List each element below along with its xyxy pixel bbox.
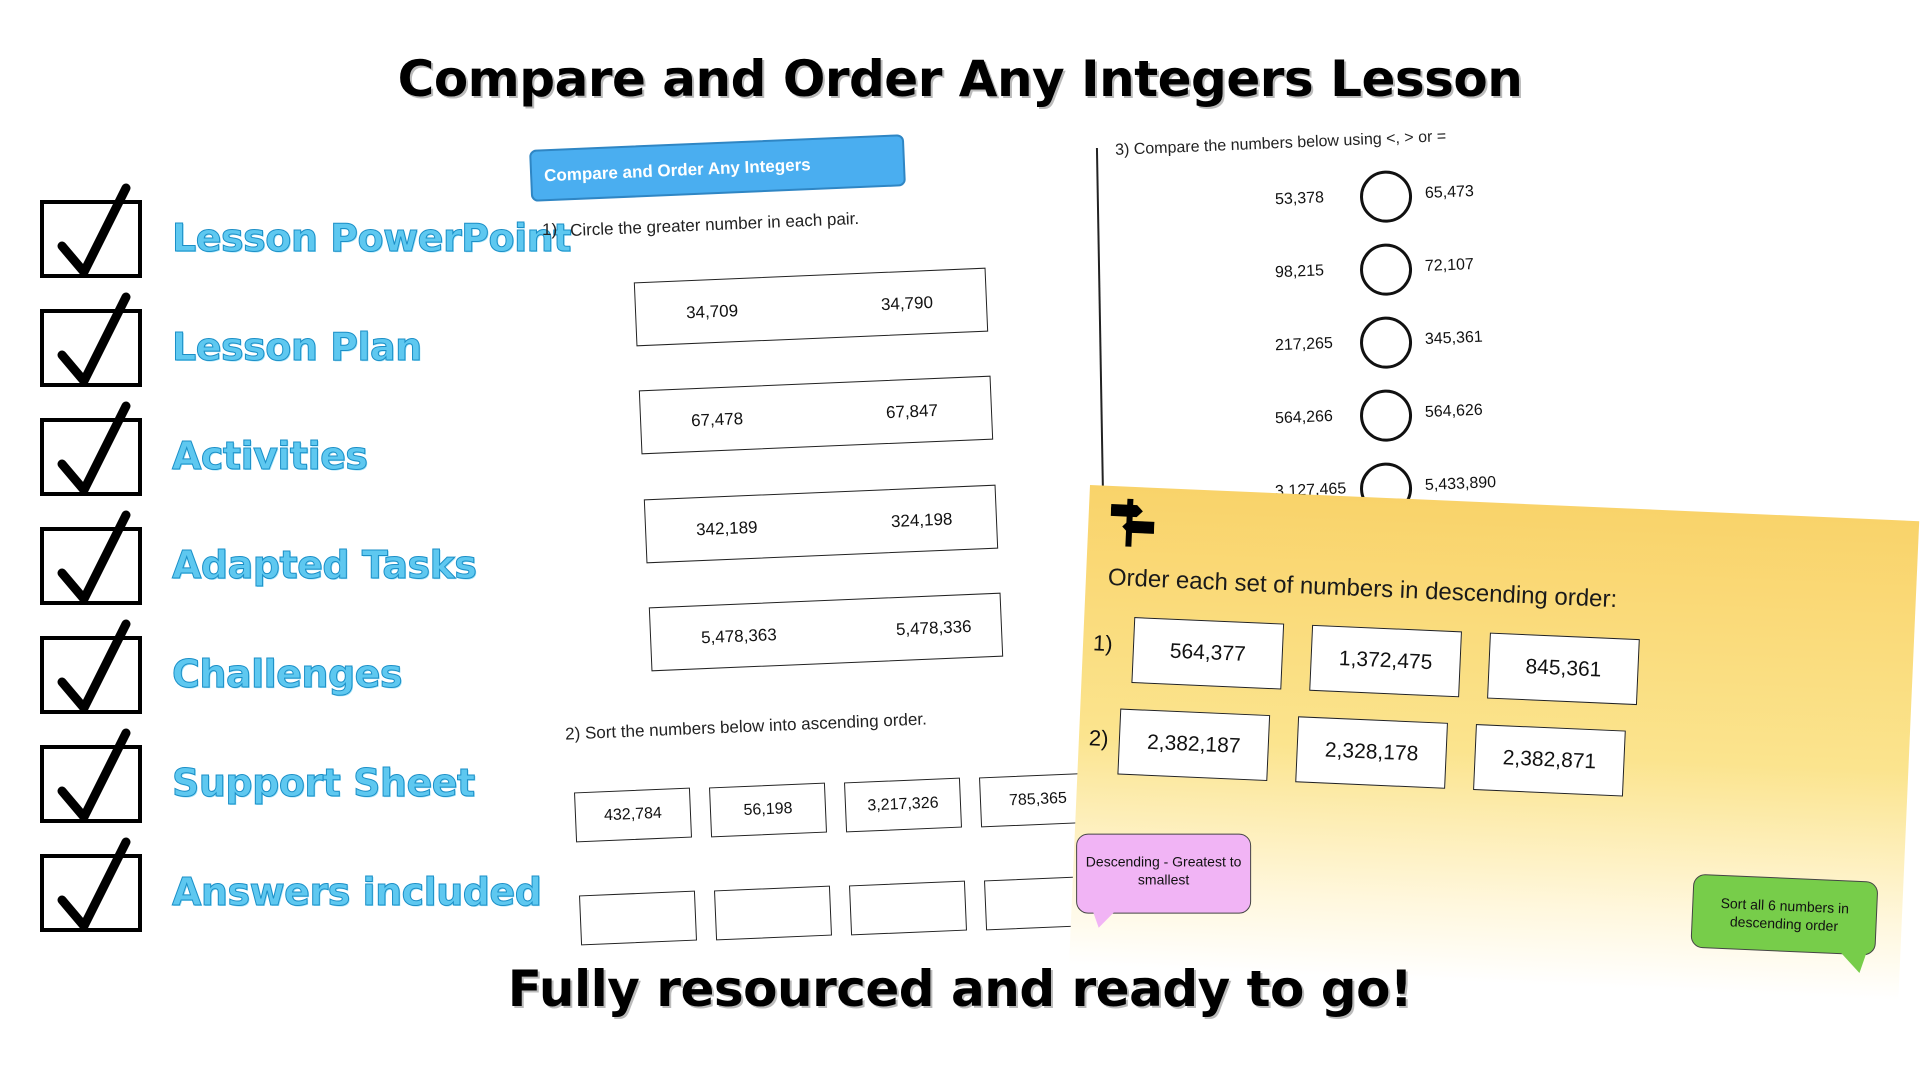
checkbox-checked xyxy=(40,619,142,714)
checkbox-checked xyxy=(40,292,142,387)
compare-right: 5,433,890 xyxy=(1424,474,1497,494)
question-3-text: 3) Compare the numbers below using <, > … xyxy=(1114,128,1447,159)
compare-circle[interactable] xyxy=(1358,388,1414,443)
sort-number-box: 432,784 xyxy=(574,787,692,843)
checklist-label: Adapted Tasks xyxy=(172,543,478,588)
sort-number-box: 56,198 xyxy=(709,782,827,838)
checklist-item: Activities xyxy=(38,401,508,496)
question-1-text: Circle the greater number in each pair. xyxy=(569,208,860,241)
checklist-label: Activities xyxy=(172,434,369,479)
answer-box[interactable] xyxy=(579,890,697,946)
hint-text: Sort all 6 numbers in descending order xyxy=(1720,894,1850,935)
page-title: Compare and Order Any Integers Lesson xyxy=(397,50,1523,108)
set-2-label: 2) xyxy=(1088,725,1110,752)
checklist-label: Support Sheet xyxy=(172,761,476,806)
compare-circle[interactable] xyxy=(1358,315,1414,370)
pair-number-right: 34,790 xyxy=(880,292,934,315)
compare-right: 345,361 xyxy=(1424,328,1484,348)
pair-number-left: 67,478 xyxy=(690,409,744,431)
number-card: 564,377 xyxy=(1131,617,1285,690)
compare-left: 564,266 xyxy=(1274,407,1334,428)
compare-circle[interactable] xyxy=(1358,169,1414,224)
checklist-item: Support Sheet xyxy=(38,728,508,823)
slide-question: Order each set of numbers in descending … xyxy=(1107,563,1618,614)
compare-row: 98,215 72,107 xyxy=(1274,232,1576,305)
answer-box[interactable] xyxy=(849,880,967,936)
number-pair-box: 34,709 34,790 xyxy=(633,267,989,347)
checklist-label: Answers included xyxy=(171,870,542,915)
footer-tagline: Fully resourced and ready to go! xyxy=(507,960,1413,1018)
checklist-item: Challenges xyxy=(38,619,508,714)
compare-row: 53,378 65,473 xyxy=(1274,159,1576,232)
hint-bubble-pink: Descending - Greatest to smallest xyxy=(1076,833,1252,914)
compare-right: 72,107 xyxy=(1424,255,1475,275)
hint-bubble-green: Sort all 6 numbers in descending order xyxy=(1690,873,1879,956)
pair-number-left: 5,478,363 xyxy=(700,625,778,648)
checkmark-icon xyxy=(57,183,131,277)
checklist-item: Lesson PowerPoint xyxy=(38,183,572,278)
checkmark-icon xyxy=(57,837,131,931)
checklist-label: Lesson Plan xyxy=(172,325,423,370)
question-1-number: 1) xyxy=(542,220,558,239)
checkmark-icon xyxy=(57,510,131,604)
number-card: 2,328,178 xyxy=(1295,716,1448,789)
pair-number-right: 324,198 xyxy=(890,509,953,532)
compare-left: 217,265 xyxy=(1274,334,1334,355)
hint-text: Descending - Greatest to smallest xyxy=(1085,853,1242,888)
checkbox-checked xyxy=(40,401,142,496)
checklist-item: Lesson Plan xyxy=(38,292,508,387)
checkbox-checked xyxy=(40,183,142,278)
checklist-label: Challenges xyxy=(171,652,403,697)
compare-left: 98,215 xyxy=(1274,262,1325,282)
signpost-icon xyxy=(1110,498,1155,547)
checkmark-icon xyxy=(57,401,131,495)
worksheet-banner: Compare and Order Any Integers xyxy=(529,134,906,202)
checkmark-icon xyxy=(57,292,131,386)
checkbox-checked xyxy=(40,728,142,823)
question-2-text: 2) Sort the numbers below into ascending… xyxy=(564,709,928,744)
pair-number-right: 67,847 xyxy=(885,400,939,423)
pair-number-right: 5,478,336 xyxy=(895,616,972,640)
worksheet-preview: Compare and Order Any Integers 1) Circle… xyxy=(525,120,1920,960)
checkbox-checked xyxy=(40,510,142,605)
compare-right: 564,626 xyxy=(1424,401,1484,421)
number-card: 2,382,187 xyxy=(1117,708,1271,782)
answer-box[interactable] xyxy=(714,885,832,941)
compare-row: 217,265 345,361 xyxy=(1274,305,1576,378)
compare-right: 65,473 xyxy=(1424,182,1475,202)
checklist-item: Adapted Tasks xyxy=(38,510,508,605)
bubble-tail xyxy=(1090,907,1118,929)
compare-circle[interactable] xyxy=(1358,242,1414,297)
set-1-label: 1) xyxy=(1092,630,1114,657)
checkmark-icon xyxy=(57,619,131,713)
number-pair-box: 342,189 324,198 xyxy=(643,484,999,564)
sort-number-box: 3,217,326 xyxy=(844,777,962,833)
checklist-item: Answers included xyxy=(38,837,542,932)
slide-preview: Order each set of numbers in descending … xyxy=(1068,485,1920,1021)
number-card: 1,372,475 xyxy=(1309,624,1462,698)
number-pair-box: 5,478,363 5,478,336 xyxy=(648,592,1004,672)
pair-number-left: 34,709 xyxy=(685,301,739,323)
checkbox-checked xyxy=(40,837,142,932)
number-card: 2,382,871 xyxy=(1473,724,1626,797)
compare-left: 53,378 xyxy=(1274,189,1325,209)
pair-number-left: 342,189 xyxy=(695,517,758,540)
number-pair-box: 67,478 67,847 xyxy=(638,375,994,455)
number-card: 845,361 xyxy=(1487,632,1640,706)
checklist-label: Lesson PowerPoint xyxy=(172,216,572,261)
checkmark-icon xyxy=(57,728,131,822)
compare-row: 564,266 564,626 xyxy=(1274,378,1576,451)
